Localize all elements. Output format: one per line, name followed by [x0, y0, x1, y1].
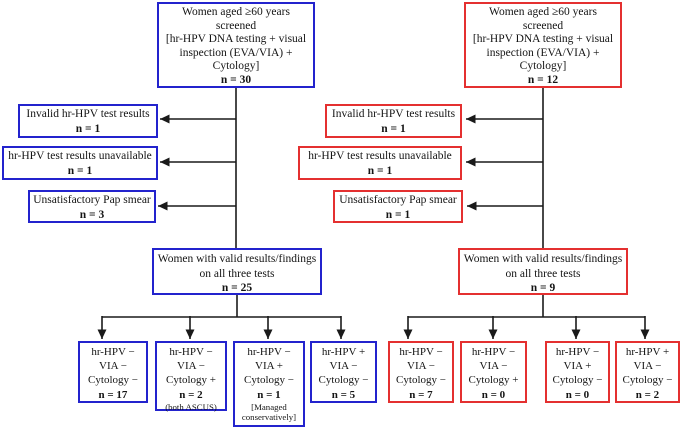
box-line: Cytology −	[622, 373, 673, 386]
box-line: VIA −	[177, 359, 205, 372]
cohort1-invalid-hpv-box: Invalid hr-HPV test results n = 1	[18, 104, 158, 138]
n-count: n = 5	[331, 389, 356, 402]
box-line: [hr-HPV DNA testing + visual	[472, 33, 614, 46]
box-line: Cytology −	[88, 373, 138, 386]
cohort2-outcome-box-4: hr-HPV + VIA − Cytology − n = 2	[615, 341, 680, 403]
n-count: n = 0	[481, 389, 506, 402]
cohort1-screened-box: Women aged ≥60 years screened [hr-HPV DN…	[157, 2, 315, 88]
box-line: Cytology −	[552, 373, 603, 386]
box-line: [hr-HPV DNA testing + visual	[165, 33, 307, 46]
cohort2-unsatisfactory-pap-box: Unsatisfactory Pap smear n = 1	[333, 190, 463, 223]
n-count: n = 12	[527, 73, 559, 86]
n-count: n = 0	[565, 389, 590, 402]
n-count: n = 7	[409, 389, 433, 402]
n-count: n = 30	[220, 73, 252, 86]
box-line: hr-HPV +	[321, 346, 366, 358]
box-line: hr-HPV +	[625, 346, 670, 358]
n-count: n = 17	[98, 389, 128, 402]
box-line: hr-HPV −	[247, 346, 291, 358]
box-line: Cytology]	[519, 60, 567, 73]
box-line: Cytology −	[244, 373, 294, 386]
box-line: inspection (EVA/VIA) +	[179, 46, 293, 59]
cohort2-outcome-box-1: hr-HPV − VIA − Cytology − n = 7	[388, 341, 454, 403]
cohort1-valid-results-box: Women with valid results/findings on all…	[152, 248, 322, 295]
cohort1-hpv-unavailable-box: hr-HPV test results unavailable n = 1	[2, 146, 158, 180]
cohort2-valid-results-box: Women with valid results/findings on all…	[458, 248, 628, 295]
box-line: hr-HPV −	[555, 346, 600, 358]
box-line: VIA −	[633, 359, 662, 372]
cohort1-outcome-box-4: hr-HPV + VIA − Cytology − n = 5	[310, 341, 377, 403]
cohort1-outcome-box-3: hr-HPV − VIA + Cytology − n = 1 [Managed…	[233, 341, 305, 427]
n-count: n = 3	[79, 209, 105, 221]
box-line: on all three tests	[199, 267, 275, 280]
box-line: Cytology]	[212, 60, 260, 73]
box-line: VIA −	[407, 359, 435, 372]
box-line: Women aged ≥60 years	[182, 6, 290, 18]
cohort1-outcome-box-1: hr-HPV − VIA − Cytology − n = 17	[78, 341, 148, 403]
n-count: n = 9	[530, 282, 556, 295]
n-count: n = 1	[257, 389, 281, 402]
box-line: Cytology −	[396, 373, 446, 386]
box-line: Cytology +	[166, 373, 216, 386]
cohort2-outcome-box-2: hr-HPV − VIA − Cytology + n = 0	[460, 341, 527, 403]
box-line: Invalid hr-HPV test results	[331, 108, 456, 120]
box-line: hr-HPV test results unavailable	[308, 150, 452, 162]
cohort2-hpv-unavailable-box: hr-HPV test results unavailable n = 1	[298, 146, 462, 180]
cohort1-outcome-box-2: hr-HPV − VIA − Cytology + n = 2 (both AS…	[155, 341, 227, 413]
n-count: n = 1	[75, 123, 101, 135]
box-line: Women with valid results/findings	[463, 253, 623, 265]
n-count: n = 1	[67, 165, 93, 177]
box-line: on all three tests	[505, 267, 581, 280]
box-line: Cytology +	[468, 373, 519, 386]
box-line: hr-HPV test results unavailable	[8, 150, 152, 162]
n-count: n = 1	[367, 165, 393, 177]
cohort2-outcome-box-3: hr-HPV − VIA + Cytology − n = 0	[545, 341, 610, 403]
box-line: hr-HPV −	[399, 346, 443, 358]
box-line: Women with valid results/findings	[157, 253, 317, 265]
box-line: VIA +	[255, 359, 283, 372]
box-line: VIA −	[479, 359, 508, 372]
cohort2-invalid-hpv-box: Invalid hr-HPV test results n = 1	[325, 104, 462, 138]
box-line: Unsatisfactory Pap smear	[33, 194, 151, 206]
box-note: (both ASCUS)	[165, 402, 217, 413]
box-line: VIA −	[99, 359, 127, 372]
n-count: n = 1	[385, 209, 411, 221]
box-line: screened	[215, 19, 257, 32]
box-line: screened	[522, 19, 564, 32]
n-count: n = 1	[381, 123, 406, 135]
box-line: Unsatisfactory Pap smear	[339, 194, 457, 206]
n-count: n = 25	[221, 282, 253, 295]
box-line: Invalid hr-HPV test results	[26, 108, 150, 120]
box-line: inspection (EVA/VIA) +	[486, 46, 600, 59]
cohort2-screened-box: Women aged ≥60 years screened [hr-HPV DN…	[464, 2, 622, 88]
box-note: [Managed conservatively]	[241, 402, 297, 422]
box-line: Women aged ≥60 years	[489, 6, 597, 18]
box-line: hr-HPV −	[169, 346, 213, 358]
cohort1-unsatisfactory-pap-box: Unsatisfactory Pap smear n = 3	[28, 190, 156, 223]
n-count: n = 2	[179, 389, 203, 402]
box-line: Cytology −	[318, 373, 369, 386]
box-line: VIA −	[329, 359, 358, 372]
box-line: hr-HPV −	[471, 346, 516, 358]
n-count: n = 2	[635, 389, 660, 402]
box-line: hr-HPV −	[91, 346, 135, 358]
box-line: VIA +	[563, 359, 592, 372]
